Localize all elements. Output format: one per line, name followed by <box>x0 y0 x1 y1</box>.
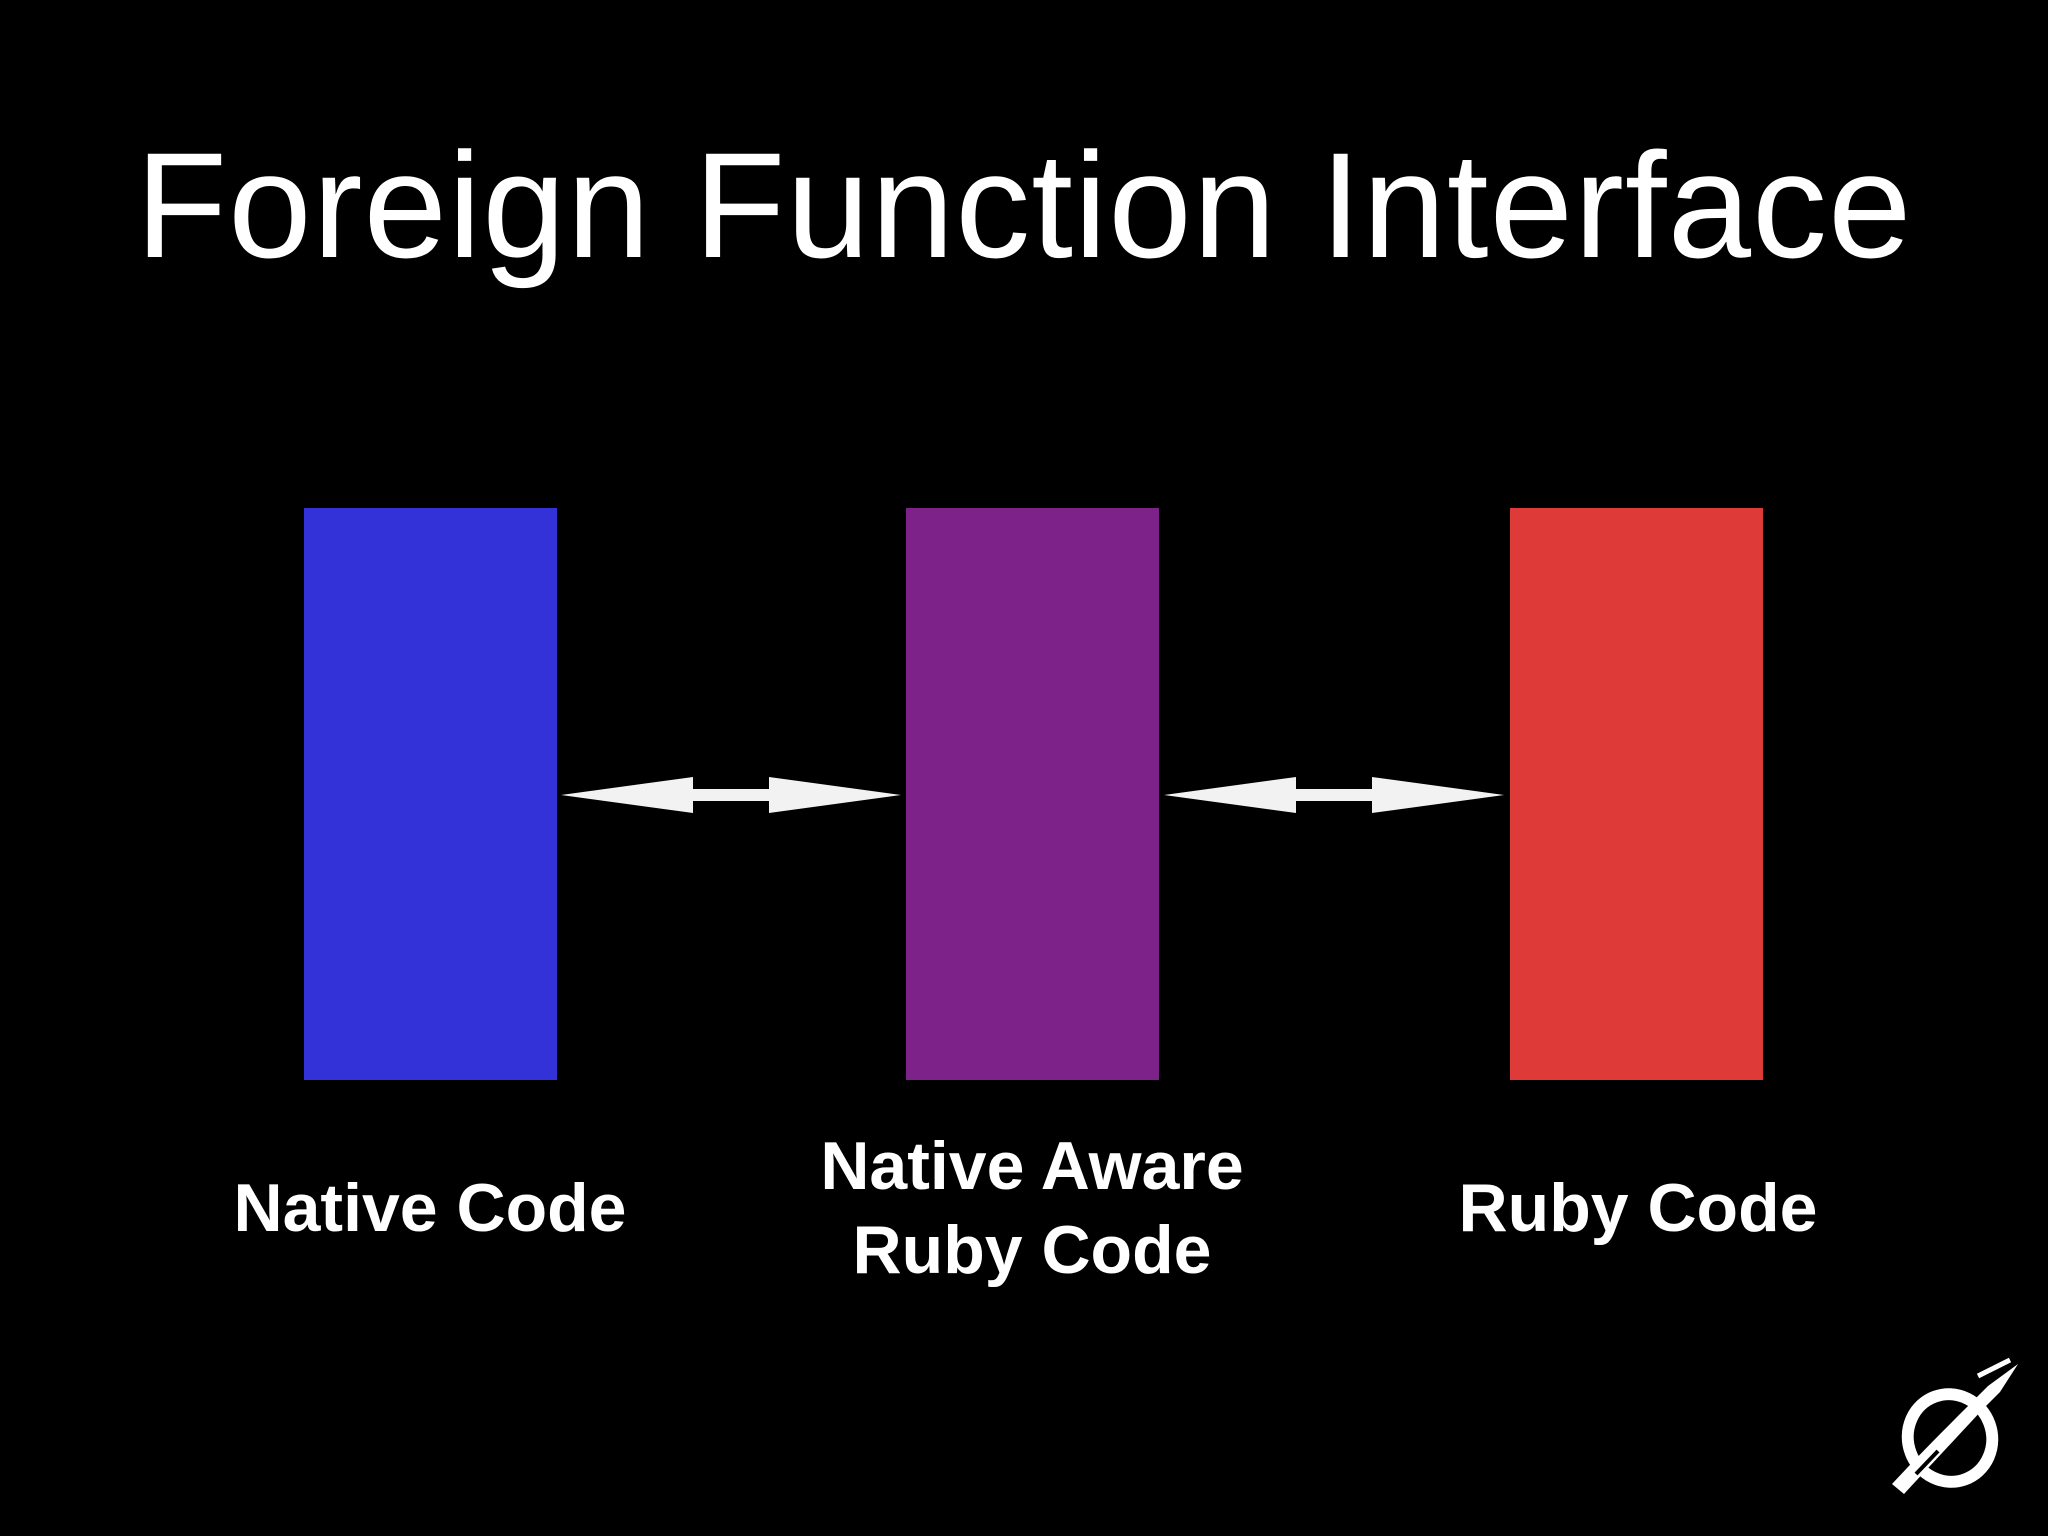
native-code-label: Native Code <box>170 1166 690 1250</box>
native-aware-ruby-code-label-line-1: Native Aware <box>820 1128 1244 1204</box>
native-aware-ruby-code-label-line-2: Ruby Code <box>852 1212 1212 1288</box>
bidirectional-arrow-native-to-aware <box>561 777 901 813</box>
ruby-code-label-line-1: Ruby Code <box>1458 1170 1818 1246</box>
ruby-code-block <box>1510 508 1763 1080</box>
native-code-block <box>304 508 557 1080</box>
native-aware-ruby-code-block <box>906 508 1159 1080</box>
arrow-shape <box>1164 777 1504 813</box>
ruby-code-label: Ruby Code <box>1378 1166 1898 1250</box>
bidirectional-arrow-aware-to-ruby <box>1164 777 1504 813</box>
brush-stroke-logo-icon <box>1892 1357 2018 1494</box>
arrow-shape <box>561 777 901 813</box>
native-code-label-line-1: Native Code <box>233 1170 627 1246</box>
native-aware-ruby-code-label: Native Aware Ruby Code <box>772 1124 1292 1292</box>
slide-title: Foreign Function Interface <box>135 121 1913 289</box>
